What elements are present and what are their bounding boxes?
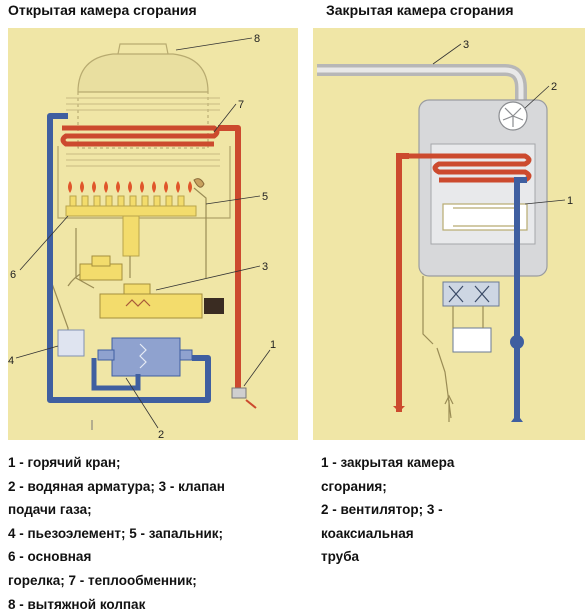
left-legend: 1 - горячий кран; 2 - водяная арматура; … xyxy=(8,451,308,616)
callout-3: 3 xyxy=(262,261,268,273)
piezo-element xyxy=(58,330,84,356)
callout-2: 2 xyxy=(158,429,164,440)
legend-line: сгорания; xyxy=(321,475,521,499)
heat-exchanger-coil xyxy=(62,128,217,144)
legend-line: горелка; 7 - теплообменник; xyxy=(8,569,308,593)
callout-6: 6 xyxy=(10,269,16,281)
legend-line: труба xyxy=(321,545,521,569)
cold-water-valve xyxy=(510,335,524,349)
right-panel-title: Закрытая камера сгорания xyxy=(326,2,514,18)
callout-5: 5 xyxy=(262,191,268,203)
legend-line: 8 - вытяжной колпак xyxy=(8,593,308,616)
callout-3: 3 xyxy=(463,39,469,51)
water-fitting xyxy=(98,338,192,376)
open-chamber-diagram: 8 7 5 3 6 4 1 2 xyxy=(8,28,298,440)
fan xyxy=(499,102,527,130)
legend-line: 1 - закрытая камера xyxy=(321,451,521,475)
callout-7: 7 xyxy=(238,99,244,111)
legend-line: 4 - пьезоэлемент; 5 - запальник; xyxy=(8,522,308,546)
legend-line: подачи газа; xyxy=(8,498,308,522)
closed-chamber-diagram: 3 2 1 xyxy=(313,28,585,440)
callout-1: 1 xyxy=(567,195,573,207)
callout-8: 8 xyxy=(254,33,260,45)
legend-line: 1 - горячий кран; xyxy=(8,451,308,475)
legend-line: коаксиальная xyxy=(321,522,521,546)
callout-2: 2 xyxy=(551,81,557,93)
draft-hood xyxy=(78,54,208,92)
legend-line: 6 - основная xyxy=(8,545,308,569)
legend-line: 2 - вентилятор; 3 - xyxy=(321,498,521,522)
callout-1: 1 xyxy=(270,339,276,351)
legend-line: 2 - водяная арматура; 3 - клапан xyxy=(8,475,308,499)
left-panel-title: Открытая камера сгорания xyxy=(8,2,197,18)
right-legend: 1 - закрытая камера сгорания; 2 - вентил… xyxy=(321,451,521,569)
callout-4: 4 xyxy=(8,355,14,367)
